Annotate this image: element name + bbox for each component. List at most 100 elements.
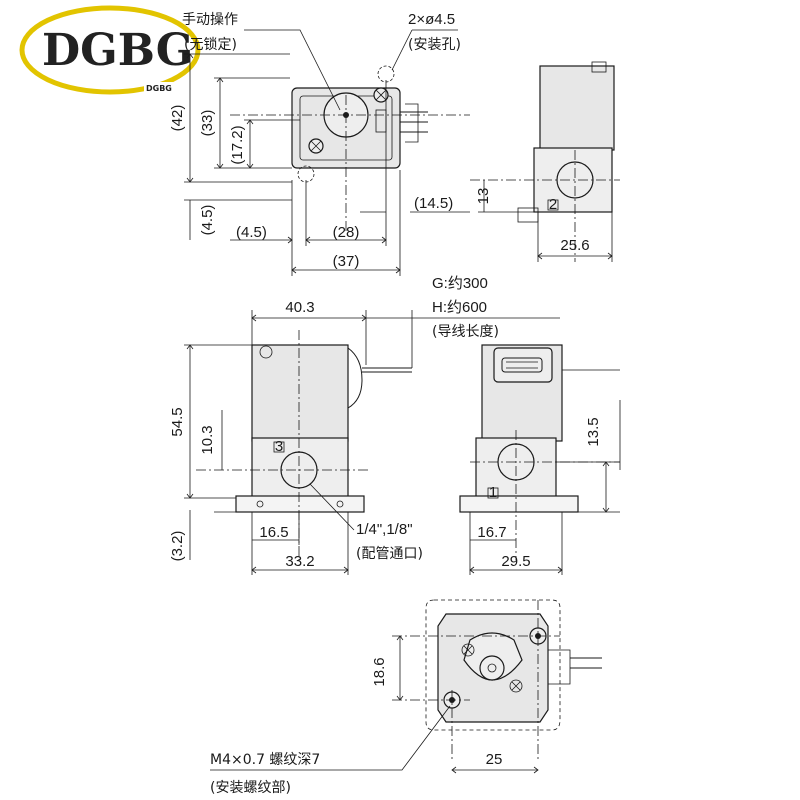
thread-note: (安装螺纹部) (210, 780, 291, 796)
front-coil-body (251, 344, 349, 442)
dimension-arrows (396, 635, 404, 701)
manual-override-label: 手动操作 (182, 12, 238, 28)
port-mark-box (273, 441, 285, 453)
dim-10-3: 10.3 (199, 425, 216, 454)
bottom-port-icon (479, 655, 505, 681)
port-size-note: (配管通口) (356, 546, 423, 562)
terminal-housing (405, 103, 419, 143)
dim-18-6: 18.6 (371, 657, 388, 686)
dim-13-5: 13.5 (585, 417, 602, 446)
extension-lines (184, 53, 300, 201)
manual-override-note: (无锁定) (184, 37, 237, 53)
dimension-arrows (537, 252, 613, 260)
coil-body (539, 65, 615, 151)
connector-pins (506, 361, 538, 369)
connector-housing (493, 347, 553, 383)
dimension-lines (605, 400, 621, 512)
dim-54-5: 54.5 (169, 407, 186, 436)
dim-37: (37) (333, 253, 360, 270)
port-size-label: 1/4",1/8" (356, 521, 413, 538)
extension-lines (291, 80, 401, 276)
dimension-lines (189, 54, 251, 240)
lead-wire-label: G:约300 H:约600 (导线长度) (420, 275, 560, 340)
top-view: 手动操作 (无锁定) 2×ø4.5 (安装孔) (42) (33) (17.2)… (169, 11, 470, 276)
bottom-terminal-housing (548, 649, 571, 685)
port-mark-1: 1 (489, 484, 497, 501)
thread-label: M4×0.7 螺纹深7 (210, 752, 320, 768)
bottom-terminal-pins (570, 657, 602, 669)
terminal-pins (400, 111, 428, 133)
dimension-arrows (186, 344, 194, 499)
port-mark-3: 3 (275, 438, 283, 455)
dim-28: (28) (333, 224, 360, 241)
front-screw-icon (259, 345, 273, 359)
front-view: 3 40.3 54.5 10.3 (3.2) 16.5 33.2 1/4",1/… (169, 299, 423, 575)
port-mark-box (547, 199, 559, 211)
dimension-arrows (251, 314, 367, 574)
lead-wire-g: G:约300 (432, 275, 488, 292)
bottom-screw-icon (461, 643, 475, 657)
dimension-lines (189, 345, 223, 560)
leader-manual-override (244, 29, 341, 111)
port-mark-2: 2 (549, 196, 557, 213)
dim-16-5: 16.5 (259, 524, 288, 541)
front-plate-hole (256, 500, 264, 508)
logo-ring-icon (19, 5, 201, 95)
logo-sub-bg (144, 82, 184, 92)
dim-14-5: (14.5) (414, 195, 453, 212)
coil-cap (591, 61, 607, 73)
dimension-arrows (451, 766, 539, 774)
dim-13: 13 (475, 188, 492, 205)
port-mark-box (487, 487, 499, 499)
extension-lines (184, 310, 413, 575)
leader-mount-hole (391, 29, 458, 71)
dimension-lines (470, 539, 562, 571)
dim-4-5-horizontal: (4.5) (236, 224, 267, 241)
front-mount-plate (235, 495, 365, 513)
lead-wire-note: (导线长度) (432, 324, 499, 340)
dim-25-6: 25.6 (560, 237, 589, 254)
mount-hole-note: (安装孔) (408, 37, 461, 53)
dim-33: (33) (199, 110, 216, 137)
bottom-port-center (487, 663, 497, 673)
screw-cross-icon (310, 140, 322, 152)
dim-40-3: 40.3 (285, 299, 314, 316)
front-plate-hole (336, 500, 344, 508)
dim-4-5-vertical: (4.5) (199, 205, 216, 236)
connector-socket (501, 357, 543, 373)
dim-16-7: 16.7 (477, 524, 506, 541)
bottom-plate-outline (425, 599, 561, 731)
centerline (451, 600, 539, 760)
bottom-view: 18.6 25 M4×0.7 螺纹深7 (安装螺纹部) (210, 599, 602, 796)
side-view-top-right: 2 13 25.6 (470, 61, 620, 262)
screw-cross-icon (511, 681, 521, 691)
logo-text: DGBG (42, 25, 193, 76)
dim-33-2: 33.2 (285, 553, 314, 570)
front-coil-bulge (347, 347, 363, 409)
dimension-lines (230, 211, 470, 271)
mount-hole-label: 2×ø4.5 (408, 11, 455, 28)
dimension-arrows (602, 461, 610, 513)
screw-cross-icon (375, 89, 387, 101)
dim-17-2: (17.2) (229, 125, 246, 164)
right-mount-plate (459, 495, 579, 513)
dim-42: (42) (169, 105, 186, 132)
logo-subtext: DGBG (146, 84, 172, 93)
bottom-screw-icon (509, 679, 523, 693)
dimension-lines (252, 317, 420, 571)
dimension-arrows (186, 53, 254, 183)
dim-25: 25 (486, 751, 503, 768)
lead-wire-h: H:约600 (432, 299, 487, 316)
right-view: 1 13.5 16.7 29.5 (459, 344, 621, 575)
dim-29-5: 29.5 (501, 553, 530, 570)
dim-3-2: (3.2) (169, 531, 186, 562)
extension-lines (469, 369, 620, 575)
extension-lines (478, 180, 613, 262)
dimension-arrows (287, 236, 401, 274)
brand-logo: DGBG DGBG (19, 5, 201, 95)
dimension-arrows (469, 566, 563, 574)
screw-cross-icon (463, 645, 473, 655)
mount-hole-icon (377, 65, 395, 83)
centerline (392, 635, 560, 701)
